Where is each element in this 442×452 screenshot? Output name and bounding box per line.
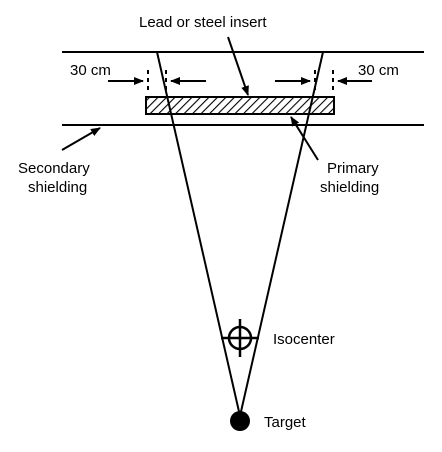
- beam-edge-left: [156, 51, 241, 417]
- target-dot-icon: [230, 411, 250, 431]
- margin-label-left: 30 cm: [70, 62, 111, 79]
- secondary-leader-arrow: [61, 127, 101, 151]
- insert-hatched-block: [145, 96, 335, 115]
- beam-edge-right: [239, 51, 324, 417]
- target-label: Target: [264, 414, 307, 431]
- margin-label-right: 30 cm: [358, 62, 399, 79]
- secondary-shielding-label-line1: Secondary: [18, 160, 90, 177]
- insert-label: Lead or steel insert: [139, 14, 267, 31]
- secondary-shielding-label-line2: shielding: [28, 179, 87, 196]
- primary-shielding-label-line2: shielding: [320, 179, 379, 196]
- insert-leader-arrow: [227, 36, 249, 96]
- isocenter-crosshair-icon: [221, 319, 259, 357]
- primary-leader-arrow: [290, 116, 319, 161]
- isocenter-label: Isocenter: [273, 331, 335, 348]
- primary-shielding-label-line1: Primary: [327, 160, 379, 177]
